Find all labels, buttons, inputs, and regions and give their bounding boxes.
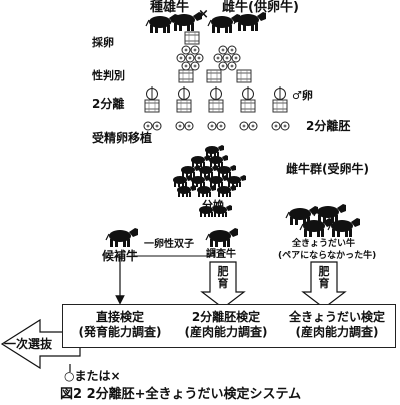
first-selection-label: 一次選抜 <box>4 337 53 351</box>
candidate-label: 候補牛 <box>102 249 139 263</box>
tests-box <box>62 304 396 348</box>
twins-bracket <box>133 250 215 257</box>
bisection-label: 2分離 <box>92 97 125 111</box>
sire-cows <box>145 11 203 34</box>
fattening-text-right: 肥育 <box>318 265 330 291</box>
direct-test-sub: (発育能力調査) <box>78 325 162 339</box>
sexing-tubes <box>178 69 252 83</box>
twin-test-sub: (産肉能力調査) <box>184 325 268 339</box>
cross-mark: × <box>198 7 209 22</box>
test-cattle-label: 調査牛 <box>206 249 236 260</box>
recipient-herd-label: 雌牛群(受卵牛) <box>286 162 369 176</box>
twin-test: 2分離胚検定 (産肉能力調査) <box>176 310 276 340</box>
fattening-arrow-left <box>200 261 246 309</box>
fullsib-label-line1: 全きょうだい牛 <box>292 239 356 249</box>
dam-cows <box>207 11 267 34</box>
test-cow <box>205 227 239 248</box>
male-egg-label: ♂卵 <box>292 89 313 102</box>
twin-test-title: 2分離胚検定 <box>191 310 261 324</box>
result-label: ○または× <box>64 369 121 383</box>
fattening-arrow-right <box>301 261 347 309</box>
fullsib-test: 全きょうだい検定 (産肉能力調査) <box>282 310 392 340</box>
calving-label: 分娩 <box>202 199 224 212</box>
fattening-text-left: 肥育 <box>217 265 229 291</box>
fullsib-test-sub: (産肉能力調査) <box>295 325 379 339</box>
dam-label: 雌牛(供卵牛) <box>222 0 299 15</box>
fullsib-label-line2: (ペアにならなかった牛) <box>278 251 377 261</box>
sexing-label: 性判別 <box>92 69 125 82</box>
transfer-label: 受精卵移植 <box>92 131 153 145</box>
fullsib-cows <box>285 203 361 238</box>
bisection-row <box>144 85 288 113</box>
twins-label: 一卵性双子 <box>144 239 194 250</box>
figure-caption: 図2 2分離胚+全きょうだい検定システム <box>60 387 302 402</box>
sire-label: 種雄牛 <box>150 0 190 15</box>
bisected-embryo-pairs <box>143 121 290 131</box>
fullsib-test-title: 全きょうだい検定 <box>288 310 385 324</box>
collected-embryos <box>176 31 241 71</box>
bisected-embryo-label: 2分離胚 <box>306 119 351 133</box>
direct-test-title: 直接検定 <box>95 310 144 324</box>
recipient-herd <box>173 145 246 197</box>
candidate-cow <box>105 227 139 248</box>
direct-test: 直接検定 (発育能力調査) <box>70 310 170 340</box>
collection-label: 採卵 <box>92 36 114 49</box>
